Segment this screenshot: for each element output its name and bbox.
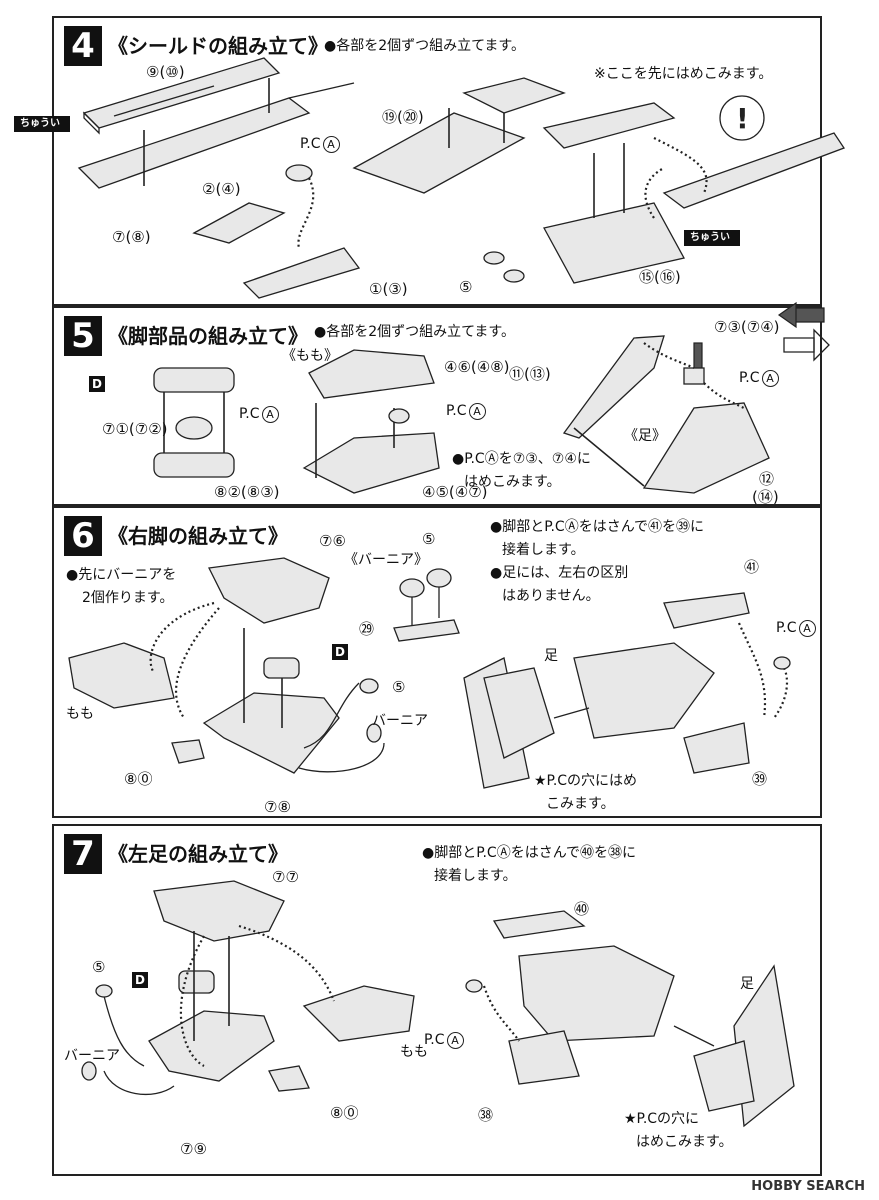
step-note-lines: ●脚部とP.CⒶをはさんで㊵を㊳に 接着します。: [422, 842, 636, 888]
part-number: ⑫: [759, 470, 775, 488]
star-note: ★P.Cの穴にはめ こみます。: [534, 770, 637, 816]
step-title: 《シールドの組み立て》: [108, 34, 328, 58]
note-line: ★P.Cの穴にはめ: [534, 773, 638, 789]
burner-title: 《バーニア》: [344, 552, 428, 568]
part-tree-d-badge: D: [89, 376, 105, 392]
star-note: ★P.Cの穴に はめこみます。: [624, 1108, 733, 1154]
step-number: 6: [64, 516, 102, 556]
part-number: ⑦⑦: [272, 868, 299, 886]
leg-parts-illustration: [153, 301, 830, 494]
part-number: ⑤: [92, 958, 106, 976]
part-number: ⑧②(⑧③): [214, 483, 280, 501]
burner-label: バーニア: [372, 713, 428, 729]
step-title: 《脚部品の組み立て》: [108, 324, 308, 348]
step-note: ●各部を2個ずつ組み立てます。: [314, 324, 516, 340]
pc-badge: A: [261, 406, 279, 423]
step-note-lines: ●P.CⒶを⑦③、⑦④に はめこみます。: [452, 448, 591, 494]
part-number: ④⑥(④⑧): [444, 358, 510, 376]
pc-badge: A: [446, 1032, 464, 1049]
shield-assembly-illustration: !: [77, 57, 845, 299]
part-number: ⑤: [422, 530, 436, 548]
foot-label: 《足》: [624, 428, 666, 444]
note-line: ●足には、左右の区別: [490, 565, 629, 582]
note-line: 2個作ります。: [82, 590, 174, 607]
note-line: ●先にバーニアを: [66, 567, 177, 583]
step4-panel: 4 《シールドの組み立て》 ●各部を2個ずつ組み立てます。 ※ここを先にはめこみ…: [14, 16, 845, 306]
note-line: はめこみます。: [636, 1134, 733, 1151]
step7-panel: 7 《左足の組み立て》 ●脚部とP.CⒶをはさんで㊵を㊳に 接着します。 もも …: [52, 824, 822, 1176]
left-foot-illustration: [81, 880, 795, 1128]
part-number: ⑦⑥: [319, 532, 346, 550]
burner-label: バーニア: [64, 1048, 120, 1064]
part-number: ⑦⑨: [180, 1140, 207, 1158]
step-number: 5: [64, 316, 102, 356]
note-line: はありません。: [502, 588, 600, 605]
svg-text:!: !: [736, 102, 749, 135]
step-note-lines: ●先にバーニアを 2個作ります。: [66, 564, 176, 610]
part-number: ⑨(⑩): [146, 63, 185, 81]
note-line: 接着します。: [434, 868, 517, 885]
pc-badge: A: [798, 620, 816, 637]
part-number: ⑮(⑯): [639, 268, 681, 286]
part-number: ⑦⑧: [264, 798, 291, 816]
part-number: ⑧⓪: [124, 770, 153, 788]
note-line: ●P.CⒶを⑦③、⑦④に: [452, 451, 591, 467]
part-number: ⑦③(⑦④): [714, 318, 780, 336]
part-tree-d-badge: D: [132, 972, 148, 988]
note-line: はめこみます。: [464, 474, 561, 491]
pc-badge: A: [322, 136, 340, 153]
pc-badge: A: [761, 370, 779, 387]
part-number: ⑲(⑳): [382, 108, 424, 126]
part-number: ㊵: [574, 900, 590, 918]
thigh-label: もも: [400, 1044, 428, 1060]
part-number: ⑤: [392, 678, 406, 696]
pc-badge: A: [468, 403, 486, 420]
step-number: 4: [64, 26, 102, 66]
part-number: (⑭): [752, 488, 779, 506]
step-note-lines: ●脚部とP.CⒶをはさんで㊶を㊴に 接着します。 ●足には、左右の区別 はありま…: [490, 516, 704, 608]
step-number: 7: [64, 834, 102, 874]
step5-panel: 5 《脚部品の組み立て》 ●各部を2個ずつ組み立てます。 《もも》 《足》 D …: [52, 301, 830, 506]
note-line: ★P.Cの穴に: [624, 1111, 700, 1127]
part-tree-d-badge: D: [332, 644, 348, 660]
step-title: 《右脚の組み立て》: [108, 524, 288, 548]
part-number: ⑦①(⑦②): [102, 420, 168, 438]
thigh-label: もも: [66, 706, 94, 722]
step-note-first: ※ここを先にはめこみます。: [594, 66, 773, 82]
step-note: ●各部を2個ずつ組み立てます。: [324, 38, 526, 54]
part-number: ④⑤(④⑦): [422, 483, 488, 501]
foot-label: 足: [544, 648, 558, 664]
note-line: 接着します。: [502, 542, 585, 559]
part-number: ②(④): [202, 180, 241, 198]
note-line: ●脚部とP.CⒶをはさんで㊶を㊴に: [490, 519, 705, 535]
caution-tag: ちゅうい: [14, 116, 70, 132]
foot-label: 足: [740, 976, 754, 992]
note-line: こみます。: [546, 796, 615, 813]
part-number: ⑦(⑧): [112, 228, 151, 246]
right-leg-illustration: [68, 557, 791, 789]
part-number: ㊳: [478, 1106, 494, 1124]
part-number: ㉙: [359, 620, 375, 638]
part-number: ⑤: [459, 278, 473, 296]
note-line: ●脚部とP.CⒶをはさんで㊵を㊳に: [422, 845, 637, 861]
step6-panel: 6 《右脚の組み立て》 ●先にバーニアを 2個作ります。 《バーニア》 ●脚部と…: [52, 506, 822, 818]
part-number: ⑪(⑬): [509, 365, 551, 383]
part-number: ㊴: [752, 770, 768, 788]
watermark: HOBBY SEARCH: [751, 1179, 865, 1194]
part-number: ㊶: [744, 558, 760, 576]
part-number: ①(③): [369, 280, 408, 298]
caution-tag: ちゅうい: [684, 230, 740, 246]
step-title: 《左足の組み立て》: [108, 842, 288, 866]
part-number: ⑧⓪: [330, 1104, 359, 1122]
thigh-label: 《もも》: [282, 348, 338, 364]
